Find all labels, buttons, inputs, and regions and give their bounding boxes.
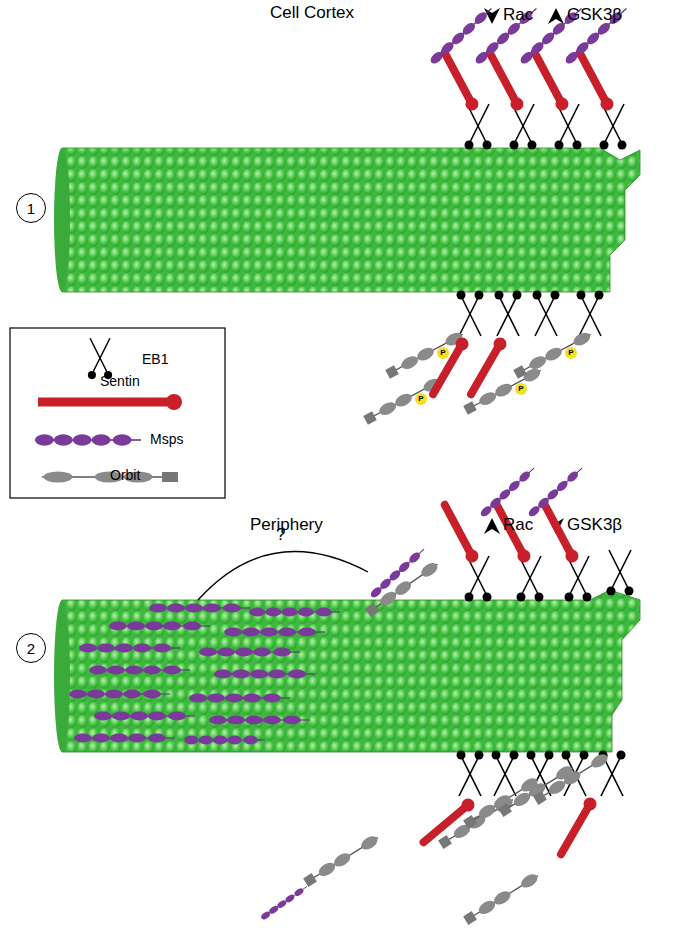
callout-number: 1	[27, 201, 35, 216]
region-title: Cell Cortex	[270, 4, 354, 23]
phospho-mark: P	[568, 349, 573, 358]
callout-circle: 1	[16, 193, 46, 223]
phospho-mark: P	[418, 395, 423, 404]
legend-text: EB1	[142, 352, 168, 367]
callout-circle: 2	[16, 633, 46, 663]
legend-text: Orbit	[110, 468, 140, 483]
phospho-mark: P	[518, 385, 523, 394]
region-title: Periphery	[250, 516, 323, 535]
legend-text: Sentin	[100, 374, 140, 389]
phospho-mark: P	[440, 349, 445, 358]
legend-text: Msps	[150, 432, 183, 447]
signal-name: GSK3β	[567, 6, 622, 25]
question-mark: ?	[276, 526, 285, 545]
signal-name: Rac	[503, 6, 533, 25]
signal-name: GSK3β	[567, 516, 622, 535]
signal-name: Rac	[503, 516, 533, 535]
callout-number: 2	[27, 641, 35, 656]
